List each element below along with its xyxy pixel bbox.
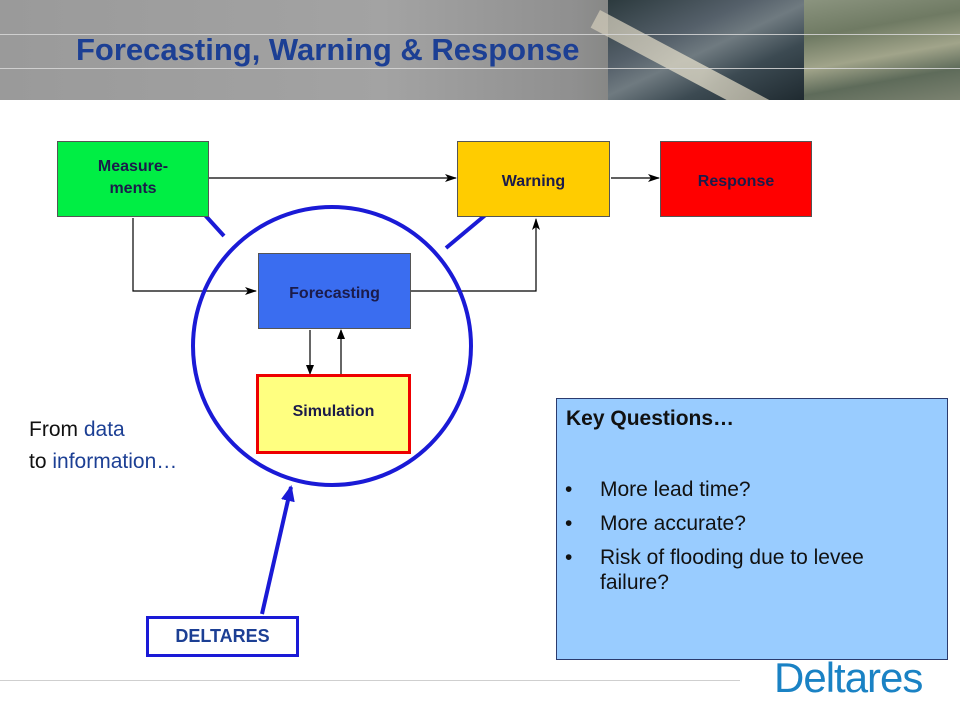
warning-box: Warning: [457, 141, 610, 217]
caption-information: information…: [52, 450, 178, 473]
key-question-item: • More accurate?: [557, 511, 930, 536]
header-rule-bottom: [0, 68, 960, 69]
landscape-photo: [804, 0, 960, 100]
footer-rule: [0, 680, 740, 681]
caption-line-1: From data: [29, 414, 177, 446]
simulation-label: Simulation: [292, 403, 375, 420]
key-questions-panel: Key Questions… • More lead time? • More ac…: [556, 398, 948, 660]
arrow-measurements-to-forecasting: [132, 218, 257, 295]
response-label: Response: [697, 173, 775, 190]
forecasting-label: Forecasting: [289, 285, 380, 302]
response-box: Response: [660, 141, 812, 217]
bullet-icon: •: [565, 478, 573, 501]
caption-to: to: [29, 450, 47, 473]
deltares-label-box: DELTARES: [146, 616, 299, 657]
key-questions-title: Key Questions…: [566, 407, 735, 430]
simulation-box: Simulation: [256, 374, 411, 454]
key-question-text: More accurate?: [600, 512, 746, 535]
measurements-box: Measure- ments: [57, 141, 209, 217]
key-question-text: More lead time?: [600, 478, 751, 501]
bullet-icon: •: [565, 512, 573, 535]
forecasting-system-circle: [191, 205, 473, 487]
arrow-forecasting-to-warning: [411, 218, 540, 292]
page-title: Forecasting, Warning & Response: [76, 32, 580, 67]
deltares-label: DELTARES: [175, 626, 270, 646]
blue-arrow-deltares-to-circle: [260, 485, 295, 615]
header-banner: Forecasting, Warning & Response: [0, 0, 960, 100]
measurements-label: Measure- ments: [97, 158, 169, 197]
forecasting-box: Forecasting: [258, 253, 411, 329]
deltares-logo: Deltares: [774, 654, 923, 701]
caption-line-2: to information…: [29, 446, 177, 478]
data-to-information-caption: From data to information…: [29, 414, 177, 478]
key-question-text: Risk of flooding due to levee failure?: [600, 546, 864, 594]
key-question-item: • More lead time?: [557, 477, 930, 502]
key-questions-list: • More lead time? • More accurate? • Risk o…: [557, 477, 930, 604]
caption-data: data: [83, 418, 125, 441]
bullet-icon: •: [565, 546, 573, 569]
warning-label: Warning: [501, 173, 566, 190]
caption-from: From: [29, 418, 78, 441]
key-question-item: • Risk of flooding due to levee failure?: [557, 545, 930, 595]
header-rule-top: [0, 34, 960, 35]
